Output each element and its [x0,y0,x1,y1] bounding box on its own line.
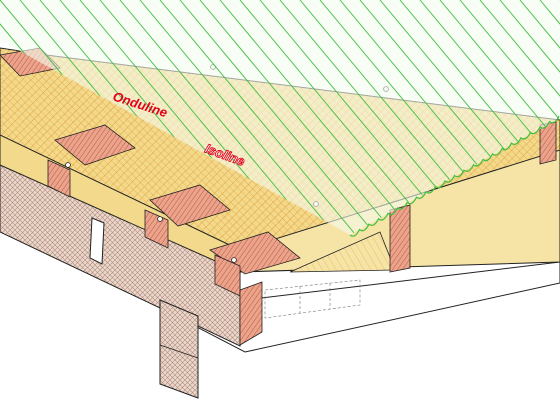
sheet-rib [459,0,560,235]
wall-opening [89,217,105,265]
sheet-rib [179,0,381,235]
screw [65,162,71,168]
soffit-panel [289,231,396,273]
sheet-rib [399,0,560,235]
sheet-edge [349,115,560,237]
sheet-surface [0,0,560,235]
sheet-rib [239,0,441,235]
sheet-rib [519,0,560,235]
sheet-rib [419,0,560,235]
screw [157,216,163,222]
rafter-end [47,159,71,198]
sheet-rib [139,0,341,235]
support-post [159,299,199,399]
sheet-rib [499,0,560,235]
rafter [54,124,136,166]
sheet-rib [199,0,401,235]
rafter-end [389,204,411,273]
rafter-end [239,281,263,346]
screw [231,257,237,263]
sheet-rib [439,0,560,235]
ceiling-grid [264,279,361,319]
sheet-rib [219,0,421,235]
rafter [149,184,231,227]
sheet-rib [479,0,560,235]
sheet-rib [159,0,361,235]
rafter-ends [47,121,557,346]
